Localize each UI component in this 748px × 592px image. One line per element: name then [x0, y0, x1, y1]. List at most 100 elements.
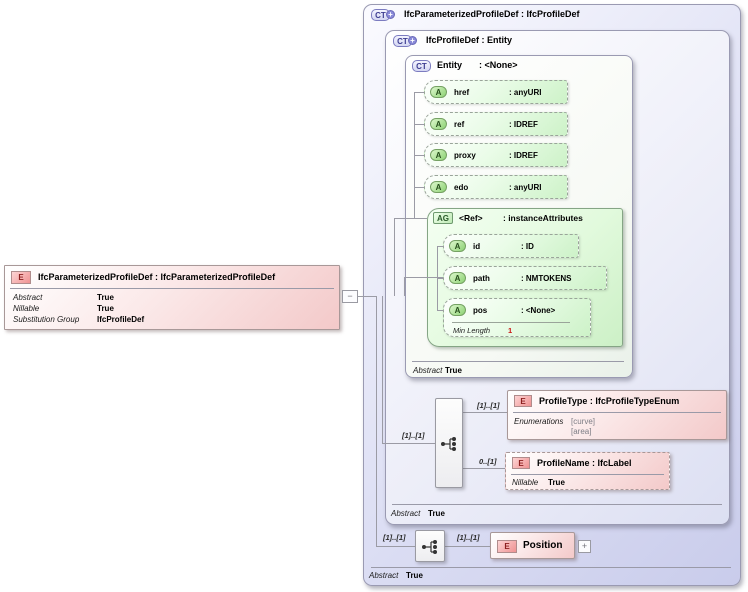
connector-line: [404, 277, 405, 296]
box-title-profiledef: IfcProfileDef : Entity: [426, 35, 513, 45]
entity-type: : <None>: [479, 60, 518, 70]
property-value: IfcProfileDef: [97, 315, 145, 324]
footer-separator: [412, 361, 624, 362]
footer-separator: [392, 504, 722, 505]
sequence-compositor[interactable]: [435, 398, 463, 488]
footer-separator: [371, 567, 731, 568]
cardinality-label: [1]..[1]: [477, 401, 500, 410]
cardinality-label: [1]..[1]: [383, 533, 406, 542]
facet-label: Min Length: [453, 326, 491, 335]
element-box-profilename[interactable]: E ProfileName : IfcLabel Nillable True: [505, 452, 670, 490]
attribute-name: edo: [454, 183, 469, 192]
property-value: True: [97, 293, 114, 302]
property-value: True: [97, 304, 114, 313]
attribute-icon: A: [430, 86, 447, 98]
sequence-compositor[interactable]: [415, 530, 445, 562]
attribute-icon: A: [430, 149, 447, 161]
connector-line: [394, 218, 427, 219]
collapse-button[interactable]: −: [342, 290, 358, 303]
attribute-type: : anyURI: [509, 88, 542, 97]
nillable-label: Nillable: [512, 478, 539, 487]
facet-value: 1: [508, 326, 513, 335]
abstract-label: Abstract: [413, 366, 443, 375]
enumeration-value: [curve]: [571, 417, 596, 426]
attribute-type: : ID: [521, 242, 534, 251]
element-title: IfcParameterizedProfileDef : IfcParamete…: [38, 272, 276, 282]
attribute-type: : anyURI: [509, 183, 542, 192]
attribute-name: ref: [454, 120, 465, 129]
attribute-icon: A: [430, 181, 447, 193]
element-box-profiletype[interactable]: E ProfileType : IfcProfileTypeEnum Enume…: [507, 390, 727, 440]
connector-line: [414, 155, 424, 156]
connector-line: [437, 278, 443, 279]
attribute-box-href[interactable]: A href : anyURI: [424, 80, 568, 104]
attribute-group-type: : instanceAttributes: [503, 213, 583, 223]
property-label: Nillable: [13, 304, 40, 313]
abstract-value: True: [406, 571, 423, 580]
connector-line: [463, 468, 505, 469]
attribute-box-ref[interactable]: A ref : IDREF: [424, 112, 568, 136]
expand-button[interactable]: +: [578, 540, 591, 553]
attribute-icon: A: [449, 304, 466, 316]
element-title: ProfileType : IfcProfileTypeEnum: [539, 396, 680, 406]
cardinality-label: 0..[1]: [479, 457, 497, 466]
enumerations-label: Enumerations: [514, 417, 564, 426]
cardinality-label: [1]..[1]: [402, 431, 425, 440]
attribute-icon: A: [430, 118, 447, 130]
abstract-label: Abstract: [391, 509, 421, 518]
row-separator: [10, 288, 334, 289]
attribute-group-icon: AG: [433, 212, 453, 224]
attribute-box-path[interactable]: A path : NMTOKENS: [443, 266, 607, 290]
property-label: Substitution Group: [13, 315, 80, 324]
cardinality-label: [1]..[1]: [457, 533, 480, 542]
complextype-icon: CT: [393, 35, 412, 47]
attribute-icon: A: [449, 240, 466, 252]
element-icon: E: [514, 395, 532, 407]
element-box-position[interactable]: E Position: [490, 532, 575, 559]
attribute-type: : IDREF: [509, 120, 538, 129]
box-title-outer: IfcParameterizedProfileDef : IfcProfileD…: [404, 9, 580, 19]
attribute-group-name: <Ref>: [459, 213, 483, 223]
row-separator: [511, 474, 664, 475]
connector-line: [382, 296, 383, 444]
element-icon: E: [512, 457, 530, 469]
sequence-icon: [422, 540, 437, 554]
attribute-box-proxy[interactable]: A proxy : IDREF: [424, 143, 568, 167]
element-icon: E: [11, 271, 31, 284]
element-icon: E: [497, 540, 517, 553]
entity-name: Entity: [437, 60, 463, 70]
attribute-name: path: [473, 274, 490, 283]
connector-line: [358, 296, 376, 297]
element-box-ifcparameterizedprofiledef[interactable]: E IfcParameterizedProfileDef : IfcParame…: [4, 265, 340, 330]
attribute-box-pos[interactable]: A pos : <None> Min Length 1: [443, 298, 591, 337]
plus-badge-icon: +: [386, 10, 395, 19]
attribute-type: : <None>: [521, 306, 556, 315]
connector-line: [414, 124, 424, 125]
element-title: ProfileName : IfcLabel: [537, 458, 632, 468]
enumeration-value: [area]: [571, 427, 592, 436]
attribute-box-id[interactable]: A id : ID: [443, 234, 579, 258]
connector-line: [376, 546, 415, 547]
connector-line: [463, 412, 507, 413]
plus-icon: +: [581, 541, 588, 551]
minus-icon: −: [347, 291, 353, 301]
element-title: Position: [523, 540, 563, 551]
connector-line: [437, 246, 443, 247]
connector-line: [394, 218, 395, 296]
attribute-name: id: [473, 242, 481, 251]
attribute-name: proxy: [454, 151, 476, 160]
attribute-icon: A: [449, 272, 466, 284]
connector-line: [382, 443, 435, 444]
abstract-label: Abstract: [369, 571, 399, 580]
attribute-type: : NMTOKENS: [521, 274, 572, 283]
abstract-value: True: [445, 366, 462, 375]
property-label: Abstract: [13, 293, 43, 302]
nillable-value: True: [548, 478, 565, 487]
attribute-name: href: [454, 88, 470, 97]
attribute-box-edo[interactable]: A edo : anyURI: [424, 175, 568, 199]
row-separator: [513, 412, 721, 413]
sequence-icon: [441, 437, 456, 451]
connector-line: [414, 92, 424, 93]
connector-line: [414, 187, 424, 188]
